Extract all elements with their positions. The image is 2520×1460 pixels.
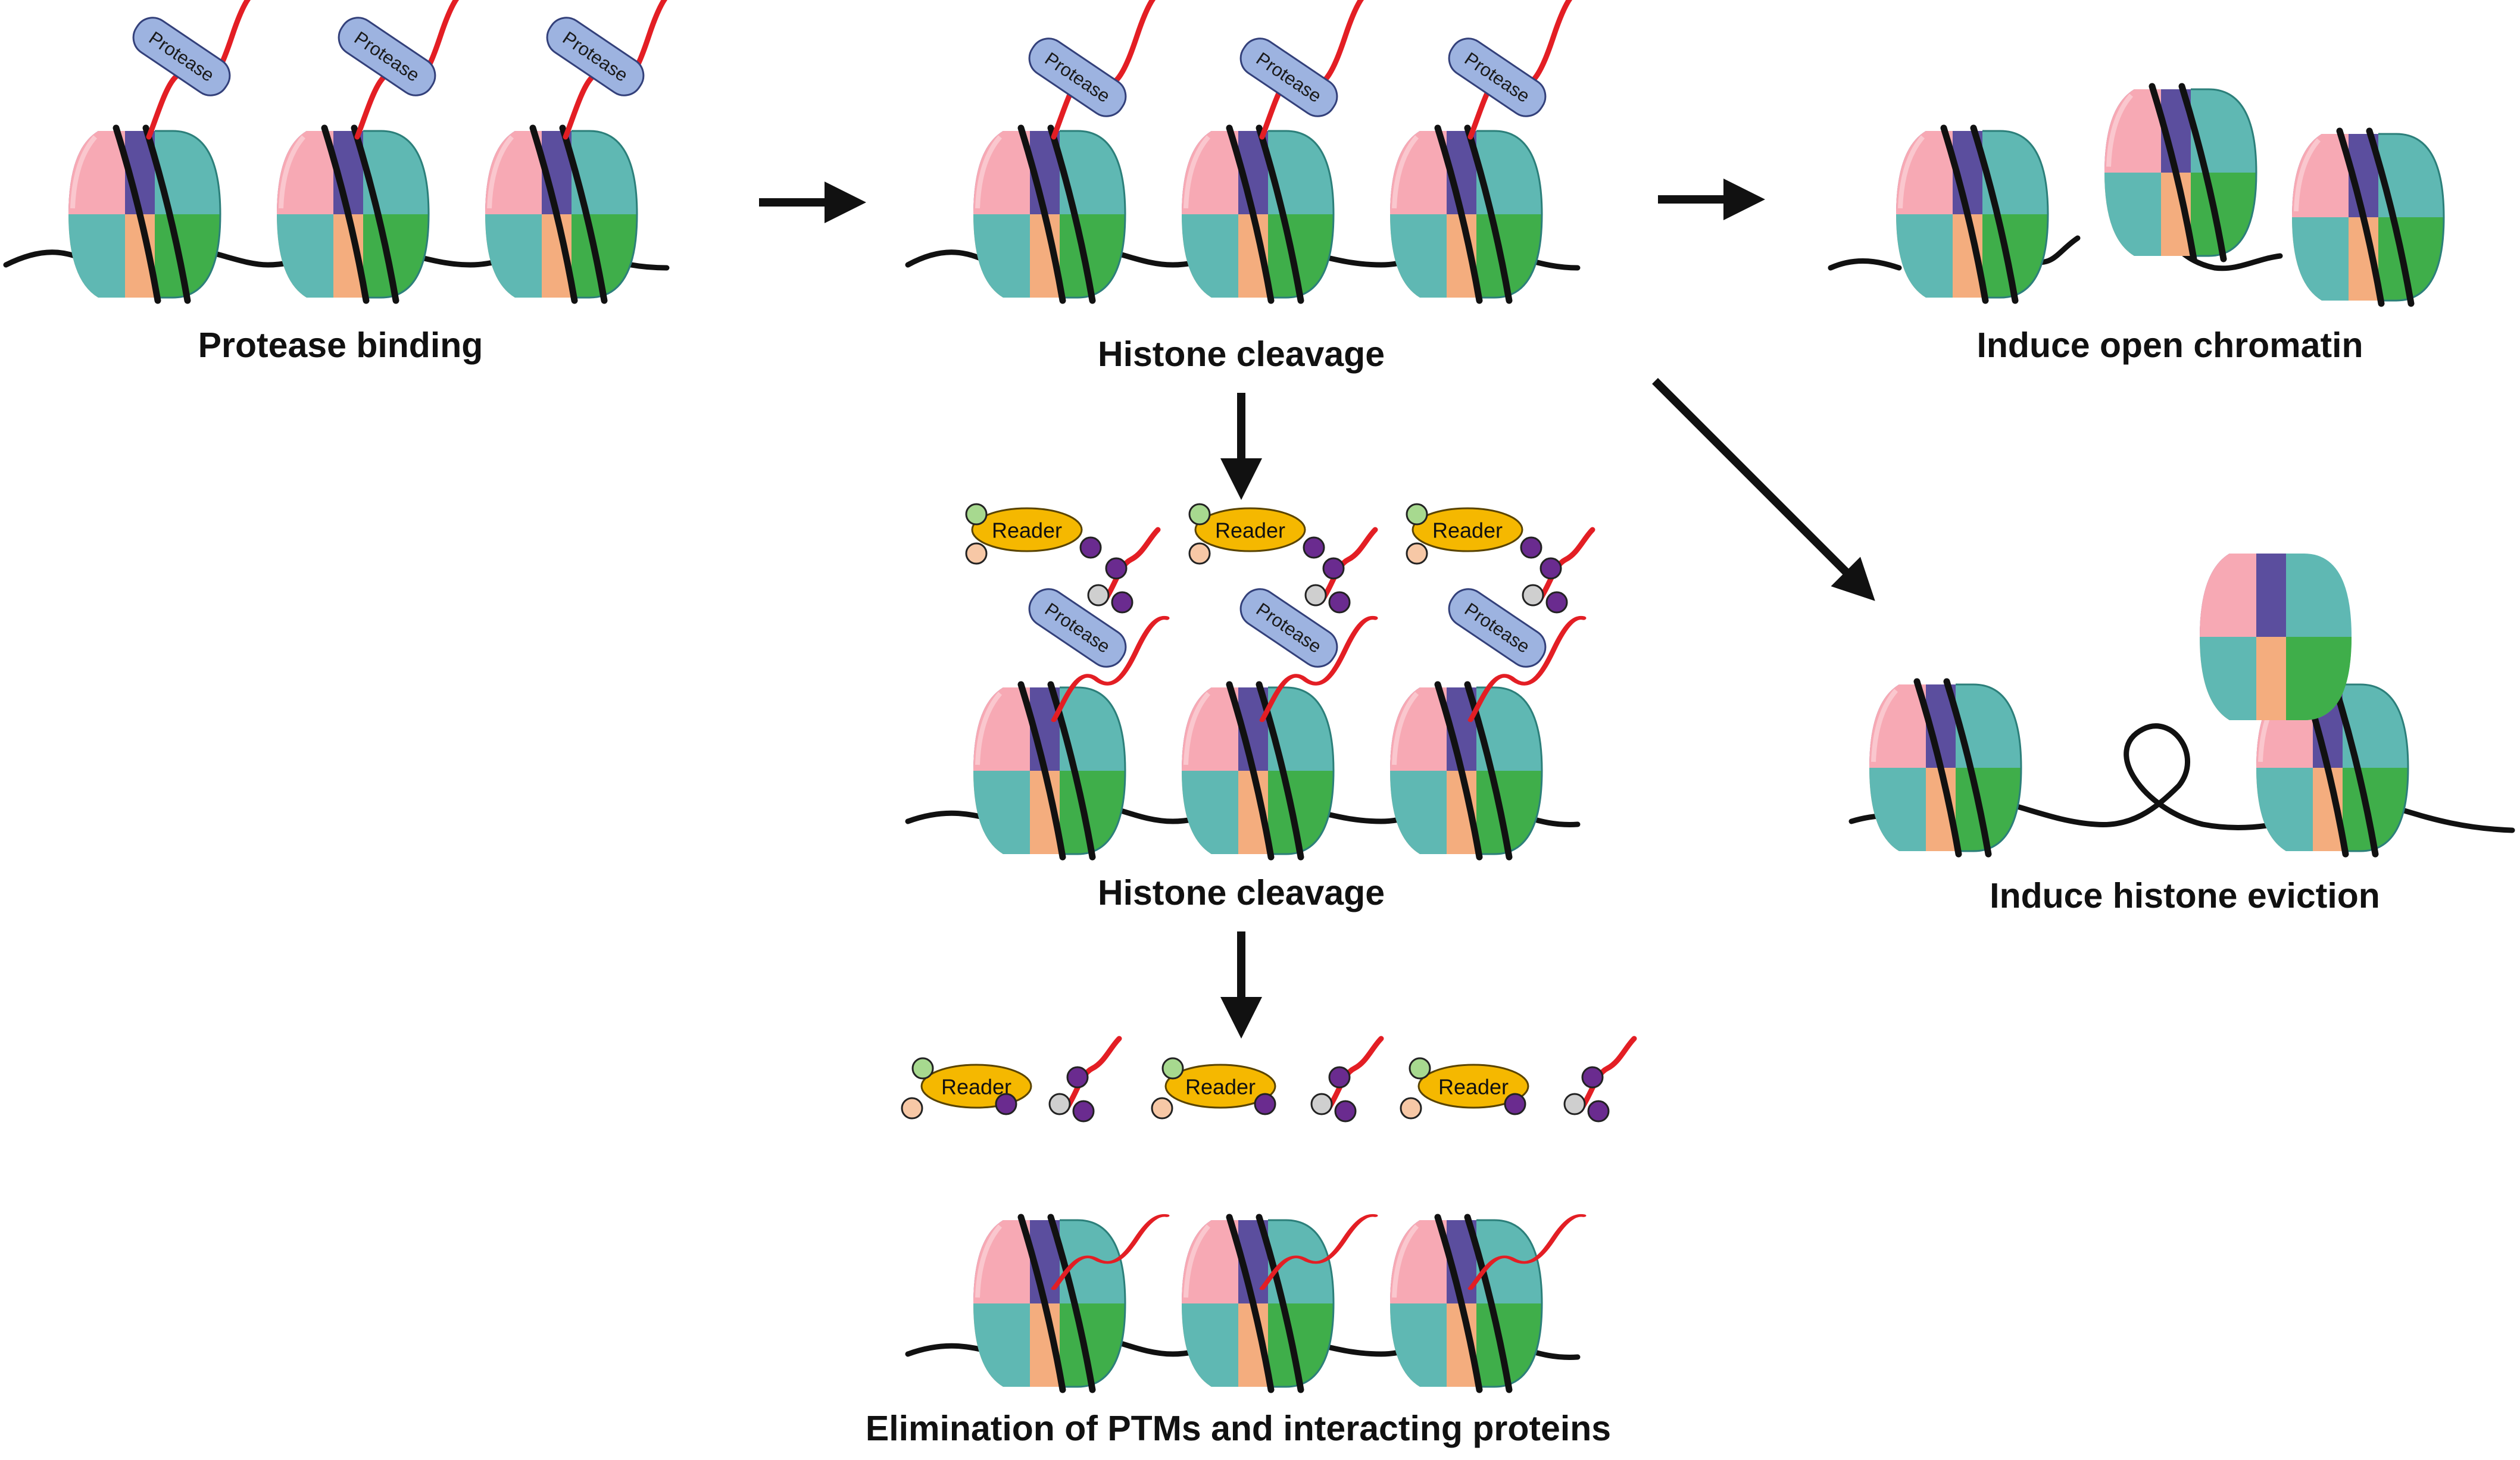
protease-enzyme: Protease (338, 17, 436, 96)
nucleosome (2292, 131, 2444, 304)
reader-label: Reader (941, 1075, 1011, 1099)
nucleosome (1182, 618, 1375, 857)
cleaved-tail-fragment (1563, 1039, 1634, 1123)
protease-enzyme: Protease (546, 17, 645, 96)
protease-enzyme: Protease (132, 17, 231, 96)
reader-complex: Reader (1400, 1057, 1529, 1120)
panel-elimination: Reader Reader Reader (866, 1039, 1634, 1448)
reader-label: Reader (1432, 518, 1503, 543)
reader-label: Reader (992, 518, 1062, 543)
nucleosome (1390, 1215, 1584, 1390)
nucleosome (973, 1215, 1167, 1390)
panel-protease-binding: Protease Protease Protease Protease bind… (3, 0, 679, 365)
reader-complex: Reader (965, 503, 1102, 565)
arrow-diagonal (1652, 378, 1875, 601)
panel-open-chromatin: Induce open chromatin (1828, 86, 2444, 365)
protease-enzyme: Protease (1448, 588, 1547, 668)
reader-complex: Reader (1406, 503, 1542, 565)
panel-histone-eviction: Induce histone eviction (1848, 554, 2515, 915)
reader-complex: Reader (1188, 503, 1325, 565)
cleaved-tail-fragment (1087, 530, 1158, 614)
caption-histone-cleavage-top: Histone cleavage (1098, 334, 1385, 374)
caption-protease-binding: Protease binding (198, 326, 483, 365)
nucleosome (1390, 0, 1584, 301)
nucleosome (973, 618, 1167, 857)
caption-histone-cleavage-mid: Histone cleavage (1098, 873, 1385, 912)
cleaved-tail-fragment (1522, 530, 1592, 614)
reader-label: Reader (1185, 1075, 1256, 1099)
nucleosome (1869, 681, 2021, 854)
cleaved-tail-fragment (1310, 1039, 1381, 1123)
panel-histone-cleavage-mid: Reader Reader Reader (905, 503, 1592, 912)
cleaved-tail-fragment (1048, 1039, 1119, 1123)
nucleosome (1182, 0, 1375, 301)
nucleosome (973, 0, 1167, 301)
caption-elimination: Elimination of PTMs and interacting prot… (866, 1409, 1611, 1448)
cleaved-tail-fragment (1304, 530, 1375, 614)
evicted-octamer (2200, 554, 2352, 720)
panel-histone-cleavage-top: Protease Protease Protease Histone cleav… (905, 0, 1584, 374)
nucleosome (1896, 128, 2048, 301)
nucleosome (1182, 1215, 1375, 1390)
reader-complex: Reader (1151, 1057, 1276, 1120)
caption-open-chromatin: Induce open chromatin (1976, 326, 2363, 365)
nucleosome (2104, 86, 2256, 259)
reader-label: Reader (1438, 1075, 1509, 1099)
reader-complex: Reader (901, 1057, 1032, 1120)
reader-label: Reader (1215, 518, 1285, 543)
caption-histone-eviction: Induce histone eviction (1990, 876, 2380, 915)
